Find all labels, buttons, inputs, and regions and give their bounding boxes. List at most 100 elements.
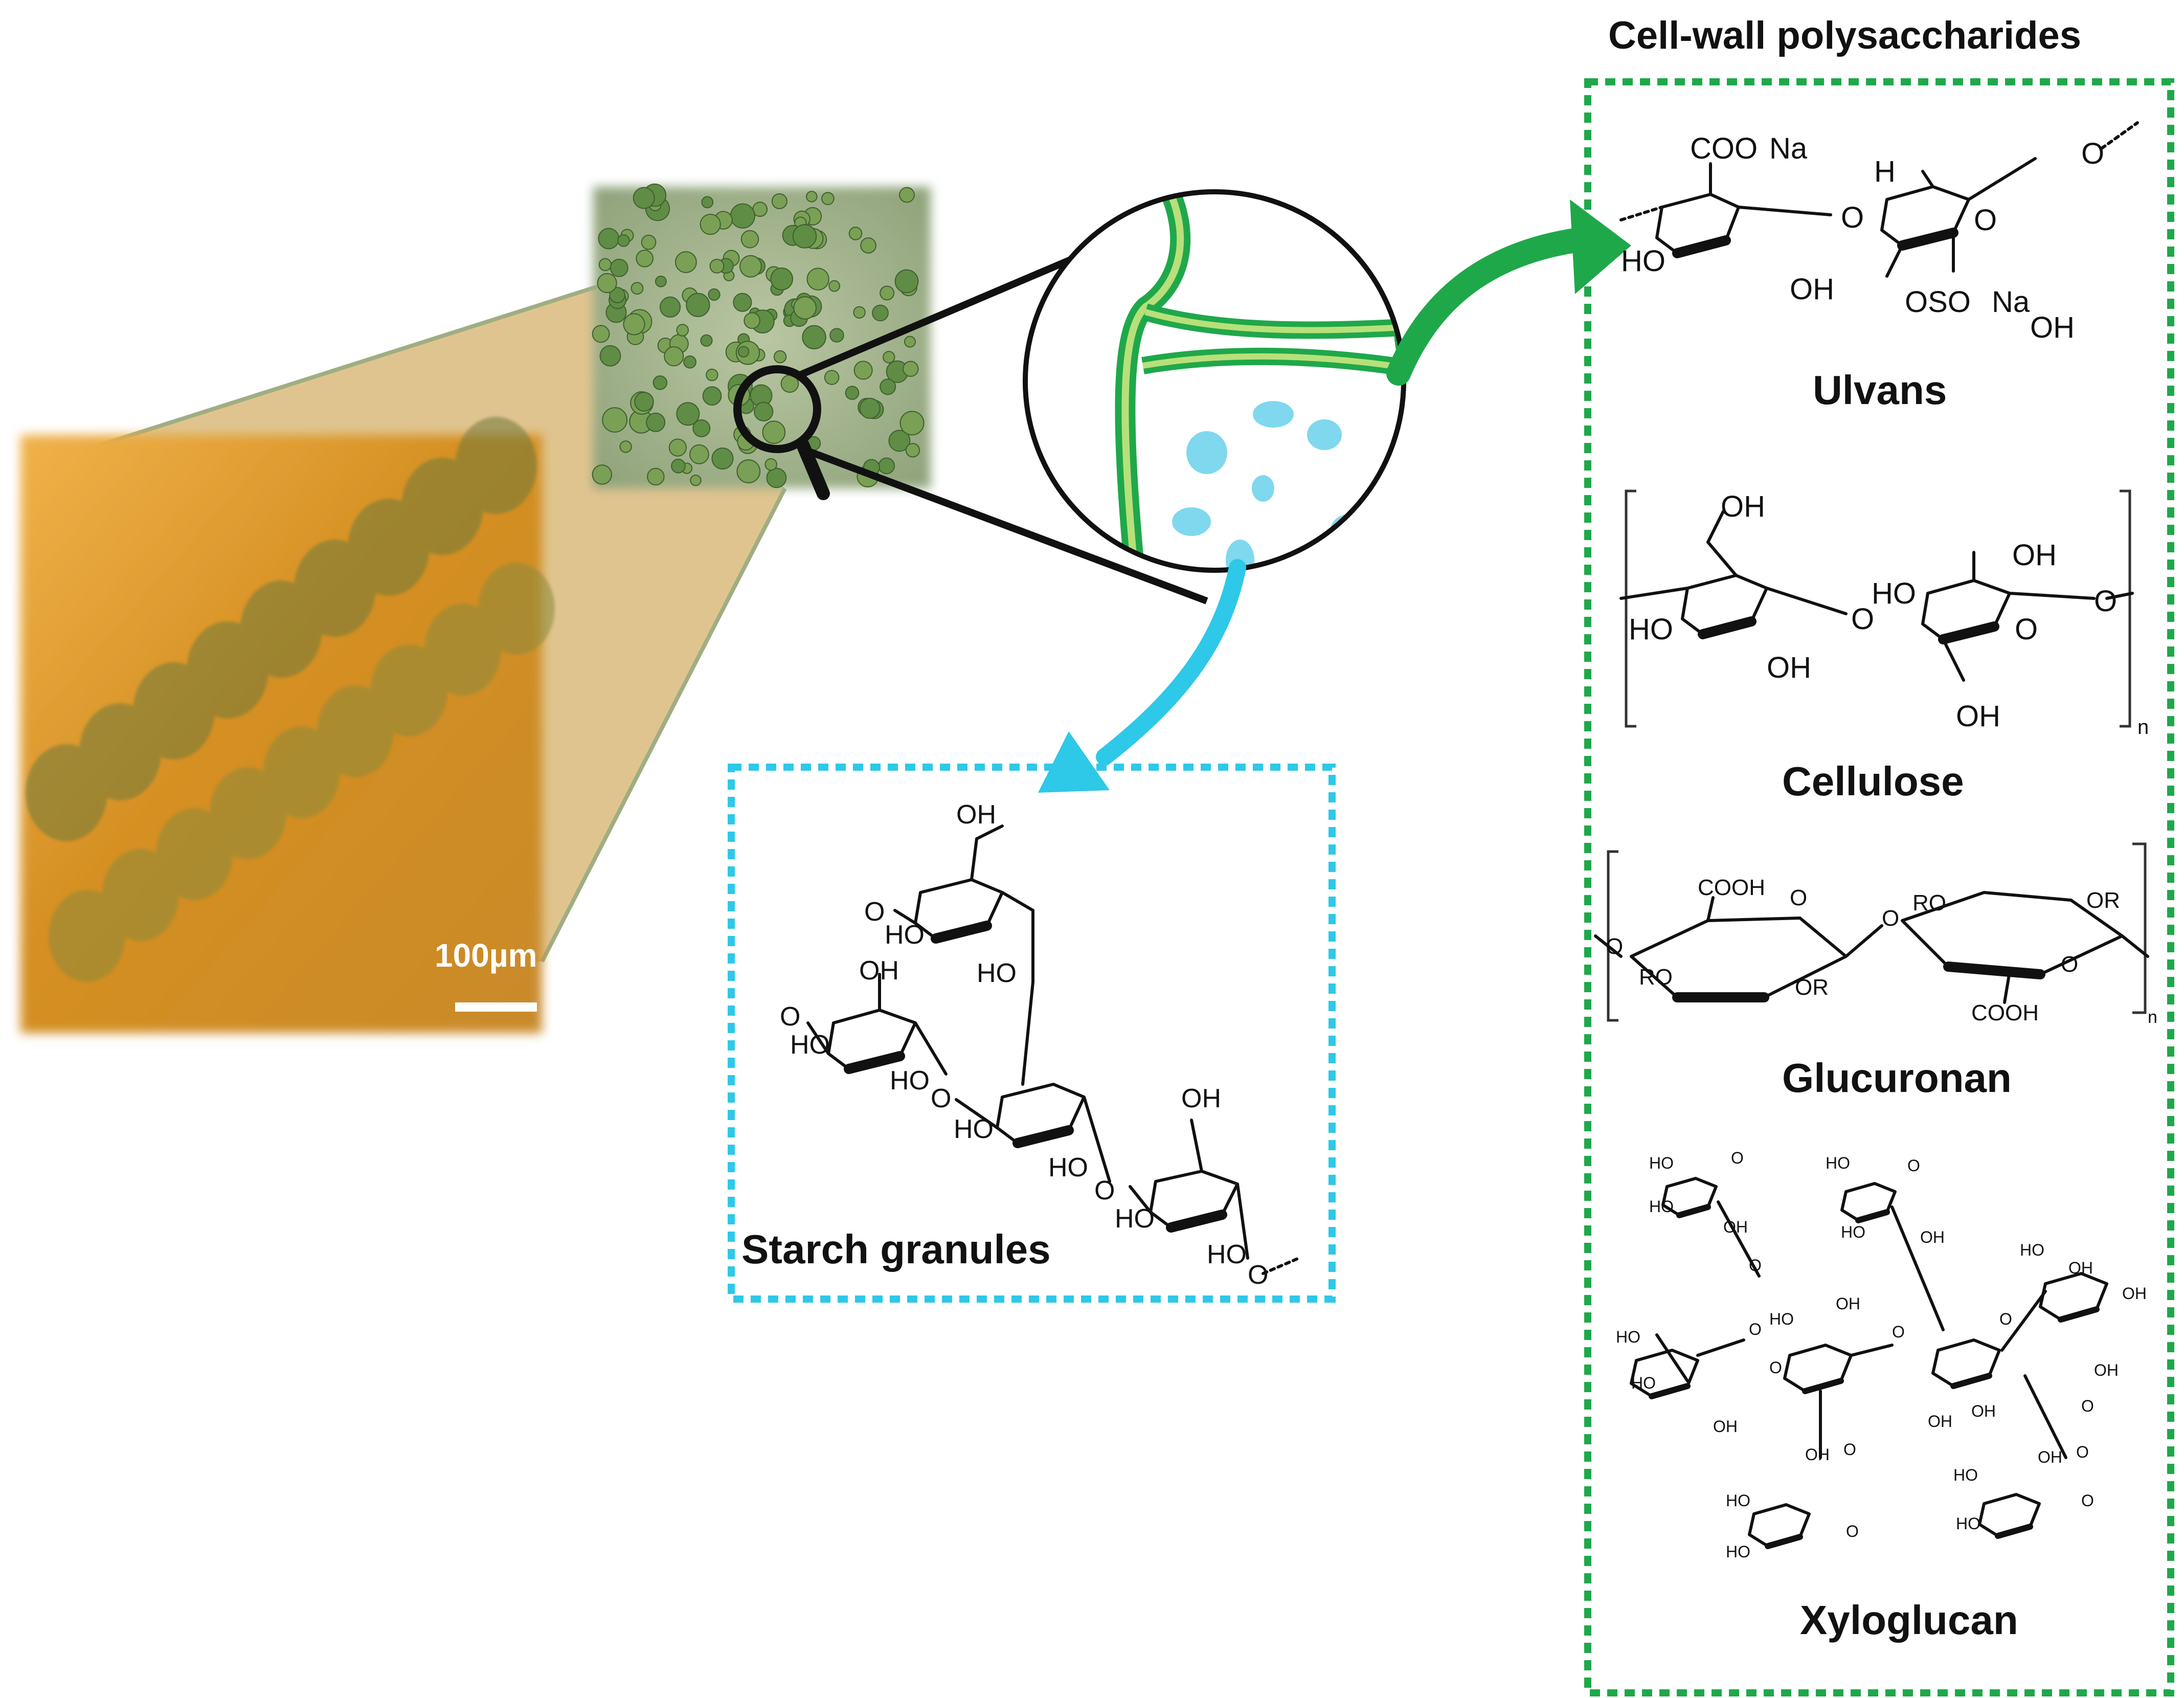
xyloglucan-ring [1931, 1338, 2001, 1388]
chloroplast-dot [674, 251, 697, 273]
chloroplast-dot [609, 287, 625, 303]
chloroplast-dot [634, 392, 654, 412]
chloroplast-dot [652, 375, 668, 390]
chloroplast-dot [853, 306, 866, 319]
chloroplast-dot [872, 304, 889, 322]
cellulose-oh-bottom: OH [1767, 651, 1811, 684]
xylo-ho-5: HO [1616, 1328, 1640, 1346]
chloroplast-dot [702, 386, 722, 406]
glucuronan-n: n [2148, 1008, 2157, 1027]
chloroplast-dot [860, 237, 876, 254]
filament-cell [455, 417, 537, 514]
glucuronan-or-right: OR [2086, 888, 2120, 913]
ulvans-label: Ulvans [1813, 367, 1947, 413]
chloroplast-dot [773, 350, 787, 364]
chloroplast-dot [647, 467, 665, 486]
xylo-o-1: O [1731, 1149, 1744, 1167]
starch-o-1: O [864, 897, 885, 927]
xylo-ho-1: HO [1649, 1154, 1674, 1172]
xylo-oh-11: OH [2038, 1448, 2062, 1466]
chloroplast-dot [764, 458, 777, 471]
cellulose-ho-right: HO [1872, 577, 1916, 610]
ulvans-oh-2: OH [2030, 311, 2075, 344]
xylo-oh-3: OH [1713, 1417, 1738, 1436]
chloroplast-dot [737, 346, 750, 358]
filament-cell [478, 563, 555, 655]
glucuronan-o-link: O [1882, 906, 1899, 931]
cell-closeup-tile [592, 183, 931, 488]
xyloglucan-ring-front [1802, 1378, 1844, 1394]
chloroplast-dot [676, 402, 700, 426]
chloroplast-dot [904, 336, 916, 348]
xyloglucan-link [2023, 1374, 2067, 1459]
xyloglucan-ring-front [1950, 1373, 1992, 1389]
xylo-o-10: O [1846, 1522, 1859, 1540]
chloroplast-dot [671, 458, 686, 474]
xylo-oh-7: OH [2068, 1259, 2093, 1277]
chloroplast-dot [899, 411, 925, 436]
filament-cells [26, 417, 555, 982]
zoom-line-bottom [804, 446, 1208, 605]
chloroplast-dot [848, 227, 863, 240]
chloroplast-dot [700, 334, 713, 347]
xylo-oh-4: OH [1836, 1294, 1860, 1313]
chloroplast-dot [905, 443, 920, 458]
chloroplast-dot [619, 440, 632, 453]
starch-structure [806, 824, 1300, 1275]
xylo-o-7: O [1999, 1310, 2012, 1328]
xylo-o-8: O [2081, 1397, 2094, 1415]
chloroplast-dot [692, 419, 711, 437]
starch-ho-2: HO [977, 958, 1017, 988]
xylo-o-6: O [1892, 1323, 1905, 1341]
starch-ho-4: HO [890, 1066, 930, 1096]
xyloglucan-structure [1630, 1177, 2108, 1549]
chloroplast-dot [821, 192, 835, 206]
chloroplast-dot [739, 255, 762, 278]
cellulose-ho-left: HO [1629, 613, 1673, 646]
xylo-ho-4: HO [1841, 1223, 1865, 1241]
xyloglucan-link [1696, 1338, 1745, 1357]
arrow-to-cell-wall [1386, 199, 1631, 386]
starch-ho-8: HO [1207, 1240, 1247, 1269]
chloroplast-dot [736, 459, 761, 483]
chloroplast-dot [744, 312, 760, 329]
xyloglucan-link [1717, 1200, 1761, 1278]
xylo-oh-2: OH [1920, 1228, 1945, 1246]
filament-micrograph: 100µm [20, 417, 555, 1033]
xylo-o-12: O [2081, 1491, 2094, 1510]
chloroplast-dot [690, 475, 702, 486]
xylo-o-3: O [1749, 1256, 1762, 1275]
ulvans-oso3: OSO [1905, 285, 1971, 319]
xyloglucan-ring [2039, 1272, 2108, 1321]
xylo-ho-9: HO [1726, 1491, 1750, 1510]
ulvans-na-1: Na [1769, 132, 1808, 165]
glucuronan-cooh-top: COOH [1698, 875, 1765, 900]
xyloglucan-label: Xyloglucan [1800, 1597, 2018, 1643]
chloroplast-dot [766, 467, 787, 488]
ulvans-coo: COO [1690, 132, 1758, 165]
chloroplast-dot [903, 361, 919, 377]
chloroplast-dot [664, 346, 684, 367]
chloroplast-dot [730, 203, 755, 229]
chloroplast-dot [762, 420, 786, 444]
chloroplast-dot [754, 401, 774, 421]
starch-o-4: O [1094, 1176, 1115, 1205]
chloroplast-dot [853, 361, 873, 380]
xyloglucan-ring-front [1676, 1204, 1711, 1218]
starch-ho-5: HO [954, 1114, 994, 1144]
chloroplast-dot [709, 258, 725, 274]
starch-ho-1: HO [885, 920, 925, 950]
cellulose-structure [1619, 489, 2134, 728]
xylo-o-4: O [1749, 1320, 1762, 1338]
chloroplast-dot [676, 324, 689, 337]
chloroplast-dot [711, 448, 734, 470]
chloroplast-dot [733, 293, 752, 312]
scale-bar [455, 1002, 537, 1012]
chloroplast-dot [701, 196, 714, 209]
chloroplast-dot [888, 430, 911, 452]
xyloglucan-link [1850, 1344, 1894, 1357]
xylo-oh-1: OH [1723, 1218, 1748, 1236]
xylo-ho-10: HO [1726, 1543, 1750, 1561]
chloroplast-dot [708, 288, 721, 301]
